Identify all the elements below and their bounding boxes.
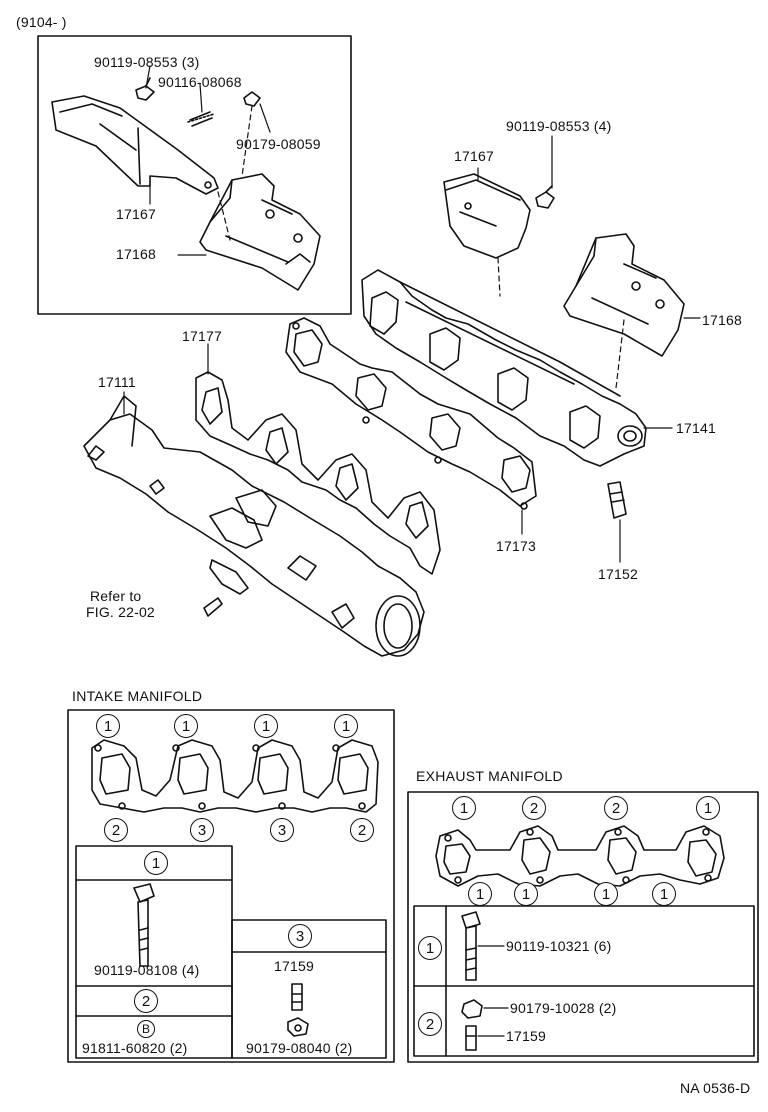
exhaust-gasket-label: 17173 [496,538,536,554]
diagram-code: NA 0536-D [680,1080,751,1096]
intake-cell1-part: 90119-08108 (4) [94,962,200,978]
exhaust-row1-part: 90119-10321 (6) [506,938,612,954]
inset-insulator-lower-label: 17168 [116,246,156,262]
intake-legend-frame [67,709,395,1063]
exhaust-manifold-label: 17141 [676,420,716,436]
exhaust-bottom-marker: 1 [594,882,618,906]
insulator-upper-drawing [443,173,531,259]
exhaust-row2-part-b: 17159 [506,1028,546,1044]
stud-drawing [607,481,627,519]
exhaust-legend-bolt-drawing [461,911,505,981]
refer-label-line2: FIG. 22-02 [86,604,155,620]
intake-legend-title: INTAKE MANIFOLD [72,688,203,704]
inset-leaders [145,65,271,256]
intake-cell3-part: 90179-08040 (2) [246,1040,353,1056]
exhaust-bottom-marker: 1 [514,882,538,906]
insulator-upper-label: 17167 [454,148,494,164]
intake-bolt-drawing [133,883,155,967]
inset-frame [37,35,352,315]
refer-stud-drawing [203,597,223,617]
exhaust-gasket-drawing [285,317,537,510]
intake-stud-nut-drawing [287,983,309,1037]
stud-label: 17152 [598,566,638,582]
intake-bottom-marker: 2 [104,818,128,842]
inset-insulator-upper-label: 17167 [116,206,156,222]
exhaust-legend-frame [407,791,759,1063]
intake-cell3-marker: 3 [288,924,312,948]
intake-manifold-drawing [83,395,425,657]
exhaust-manifold-drawing [361,269,647,467]
exhaust-top-marker: 1 [452,796,476,820]
exhaust-legend-gasket-drawing [435,825,725,887]
intake-cell2-marker: 2 [134,989,158,1013]
exhaust-top-marker: 2 [604,796,628,820]
exhaust-legend-nut-stud-drawing [461,999,509,1051]
intake-cell2-part: 91811-60820 (2) [82,1040,188,1056]
refer-label-line1: Refer to [90,588,142,604]
inset-nut-label: 90179-08059 [236,136,321,152]
range-label: (9104- ) [16,14,67,30]
intake-cell1-marker: 1 [144,851,168,875]
inset-bolt-label: 90119-08553 (3) [94,54,200,70]
inset-insulator-lower-drawing [199,173,321,291]
exhaust-top-marker: 2 [522,796,546,820]
intake-bottom-marker: 3 [270,818,294,842]
intake-gasket-drawing [195,371,441,575]
insulator-right-drawing [563,233,685,357]
intake-top-marker: 1 [174,714,198,738]
intake-bottom-marker: 3 [190,818,214,842]
intake-gasket-label: 17177 [182,328,222,344]
intake-top-marker: 1 [334,714,358,738]
bolt-label: 90119-08553 (4) [506,118,612,134]
exhaust-row2-part-a: 90179-10028 (2) [510,1000,617,1016]
intake-legend-gasket-drawing [91,739,379,813]
inset-insulator-upper-drawing [51,95,219,195]
exhaust-bottom-marker: 1 [652,882,676,906]
insulator-right-label: 17168 [702,312,742,328]
intake-cell3-stud: 17159 [274,958,314,974]
bolt-drawing [535,185,555,209]
intake-top-marker: 1 [96,714,120,738]
exhaust-bottom-marker: 1 [468,882,492,906]
inset-stud-label: 90116-08068 [158,74,242,90]
exhaust-row2-marker: 2 [418,1012,442,1036]
exhaust-top-marker: 1 [696,796,720,820]
exhaust-row1-marker: 1 [418,936,442,960]
intake-manifold-label: 17111 [98,374,136,390]
intake-cell2-sub-marker: B [137,1020,155,1038]
exhaust-legend-title: EXHAUST MANIFOLD [416,768,563,784]
intake-bottom-marker: 2 [350,818,374,842]
intake-top-marker: 1 [254,714,278,738]
